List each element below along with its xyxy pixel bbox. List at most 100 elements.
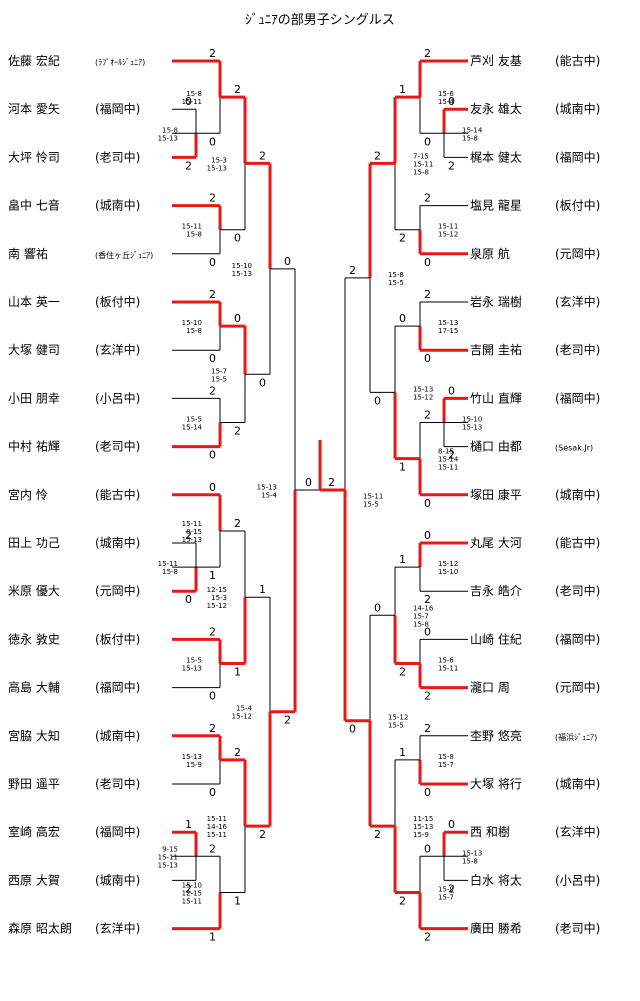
game-score: 15-7 — [438, 893, 454, 901]
player-team: (城南中) — [555, 487, 600, 502]
game-score: 15-12 — [438, 231, 458, 239]
player-name: 室崎 高宏 — [8, 824, 60, 839]
player-name: 泉原 航 — [470, 246, 510, 261]
player-team: (元岡中) — [555, 680, 600, 695]
score-b: 1 — [209, 569, 216, 582]
score-b: 2 — [185, 882, 192, 895]
player-team: (玄洋中) — [95, 342, 140, 357]
score-a: 2 — [424, 47, 431, 60]
game-score: 15-13 — [257, 483, 277, 491]
player-team: (小呂中) — [555, 872, 600, 887]
game-score: 15-8 — [413, 168, 429, 176]
game-score: 15-11 — [158, 560, 178, 568]
player-name: 岩永 瑞樹 — [470, 294, 522, 309]
game-score: 15-9 — [186, 761, 202, 769]
game-score: 15-4 — [261, 491, 277, 499]
player-team: (玄洋中) — [555, 824, 600, 839]
game-score: 15-11 — [182, 897, 202, 905]
player-team: (元岡中) — [555, 246, 600, 261]
game-score: 11-15 — [413, 815, 433, 823]
score-b: 2 — [234, 425, 241, 438]
player-name: 田上 功己 — [8, 536, 60, 550]
player-name: 大坪 怜司 — [8, 150, 60, 164]
score-a: 2 — [209, 192, 216, 205]
player-team: (小呂中) — [95, 390, 140, 405]
game-score: 15-5 — [211, 375, 227, 383]
score-b: 0 — [209, 256, 216, 269]
player-team: (能古中) — [95, 487, 140, 502]
score-a: 2 — [234, 746, 241, 759]
player-team: (城南中) — [95, 872, 140, 887]
player-team: (城南中) — [555, 101, 600, 116]
player-name: 畠中 七音 — [8, 198, 60, 213]
game-score: 15-4 — [236, 705, 252, 713]
score-a: 0 — [424, 625, 431, 638]
player-name: 塩見 龍星 — [470, 198, 522, 213]
game-score: 17-15 — [438, 327, 458, 335]
game-score: 15-11 — [182, 223, 202, 231]
game-score: 15-11 — [413, 160, 433, 168]
game-score: 15-11 — [438, 464, 458, 472]
game-score: 8-15 — [438, 448, 454, 456]
game-score: 15-8 — [162, 568, 178, 576]
score-b: 0 — [259, 376, 266, 389]
player-name: 樋口 由都 — [470, 439, 522, 454]
game-score: 15-13 — [158, 861, 178, 869]
game-score: 15-5 — [388, 279, 404, 287]
score-a: 0 — [234, 312, 241, 325]
score-b: 0 — [424, 256, 431, 269]
game-score: 15-7 — [413, 612, 429, 620]
game-score: 15-13 — [232, 270, 252, 278]
player-team: (城南中) — [95, 198, 140, 213]
score-b: 1 — [234, 894, 241, 907]
score-b: 1 — [209, 931, 216, 944]
score-b: 2 — [399, 666, 406, 679]
game-score: 15-8 — [186, 231, 202, 239]
score-b: 0 — [374, 394, 381, 407]
game-score: 15-6 — [438, 657, 454, 665]
player-name: 徳永 敦史 — [8, 631, 60, 646]
player-name: 中村 祐輝 — [8, 439, 60, 454]
player-name: 森原 昭太朗 — [8, 921, 72, 936]
final-score-left: 0 — [305, 476, 312, 489]
player-name: 河本 愛矢 — [8, 102, 60, 116]
score-b: 0 — [209, 690, 216, 703]
player-team: (板付中) — [555, 198, 600, 213]
score-a: 2 — [259, 149, 266, 162]
player-team: (老司中) — [555, 921, 600, 936]
player-name: 竹山 直輝 — [470, 391, 522, 405]
score-b: 0 — [209, 352, 216, 365]
game-score: 15-8 — [186, 90, 202, 98]
player-name: 友永 雄太 — [470, 101, 522, 116]
bracket-labels: 佐藤 宏紀(ﾗﾌﾞｵｰﾙｼﾞｭﾆｱ)河本 愛矢(福岡中)大坪 怜司(老司中)畠中… — [8, 47, 600, 944]
score-a: 0 — [448, 818, 455, 831]
score-a: 2 — [374, 149, 381, 162]
score-b: 2 — [448, 449, 455, 462]
game-score: 15-13 — [462, 849, 482, 857]
score-a: 2 — [185, 529, 192, 542]
game-score: 15-5 — [186, 416, 202, 424]
player-name: 高島 大輔 — [8, 680, 60, 695]
game-score: 15-12 — [438, 560, 458, 568]
game-score: 15-11 — [438, 665, 458, 673]
score-a: 0 — [424, 842, 431, 855]
player-team: (老司中) — [95, 149, 140, 164]
game-score: 15-13 — [413, 385, 433, 393]
score-b: 2 — [399, 232, 406, 245]
game-score: 15-7 — [438, 761, 454, 769]
game-score: 15-13 — [182, 665, 202, 673]
game-score: 15-8 — [462, 134, 478, 142]
game-score: 15-11 — [363, 492, 383, 500]
player-team: (Sesak.Jr) — [555, 444, 593, 453]
bracket-lines — [172, 59, 468, 931]
player-team: (老司中) — [95, 776, 140, 791]
player-team: (福浜ｼﾞｭﾆｱ) — [555, 732, 597, 742]
game-score: 15-11 — [438, 223, 458, 231]
score-b: 0 — [424, 352, 431, 365]
score-b: 0 — [424, 497, 431, 510]
player-name: 佐藤 宏紀 — [8, 53, 60, 68]
game-score: 15-12 — [413, 393, 433, 401]
game-score: 15-13 — [462, 424, 482, 432]
game-score: 15-9 — [413, 831, 429, 839]
score-a: 2 — [424, 192, 431, 205]
